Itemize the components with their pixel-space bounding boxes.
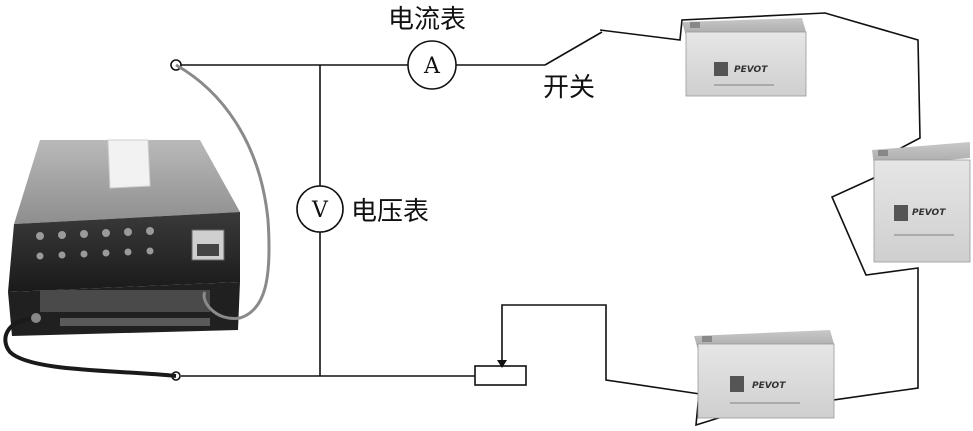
rheostat	[474, 360, 527, 386]
charger-cable-bottom	[3, 316, 177, 378]
battery-3: PEVOT	[694, 330, 835, 419]
circuit-wires	[181, 12, 921, 427]
switch-label: 开关	[543, 73, 595, 103]
switch	[544, 31, 603, 66]
charger-device	[3, 63, 271, 378]
battery-3-brand: PEVOT	[752, 381, 786, 391]
voltmeter-symbol: V	[311, 198, 329, 223]
charger-handle	[107, 139, 151, 189]
ammeter: A	[407, 40, 457, 90]
voltmeter: V	[296, 185, 344, 233]
voltmeter-label: 电压表	[351, 197, 429, 227]
battery-1: PEVOT	[682, 18, 807, 97]
battery-2: PEVOT	[872, 142, 971, 263]
ammeter-label: 电流表	[388, 5, 466, 35]
charger-knobs	[36, 227, 154, 260]
battery-2-brand: PEVOT	[912, 208, 946, 218]
rheostat-slider-arrow	[497, 360, 507, 368]
ammeter-symbol: A	[423, 54, 441, 79]
charger-cable-top	[175, 63, 271, 320]
battery-1-brand: PEVOT	[734, 65, 768, 75]
